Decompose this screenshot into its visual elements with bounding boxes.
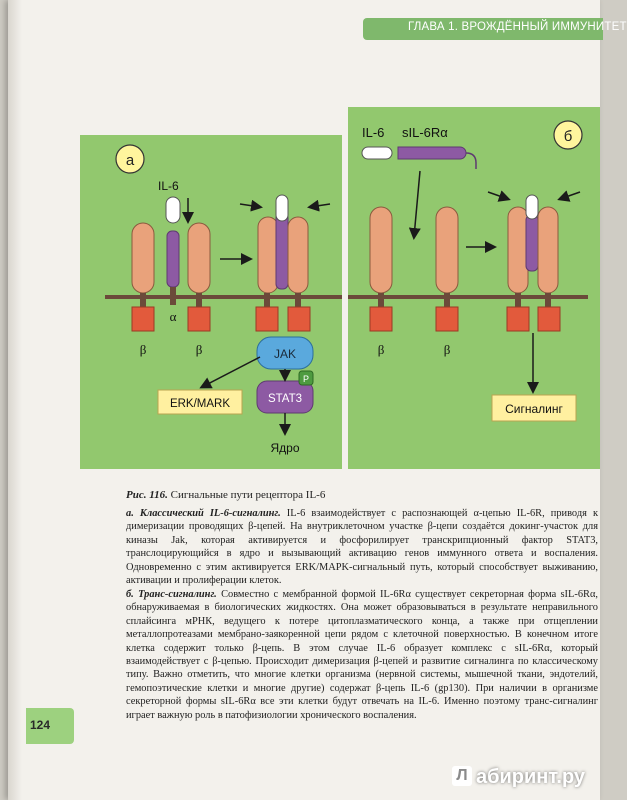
watermark-text: абиринт.ру (476, 766, 586, 788)
complex-kinase-b2 (537, 306, 561, 332)
panel-a-label: а (126, 152, 135, 169)
il6-ligand-a (165, 196, 181, 224)
alpha-stalk-a (170, 287, 176, 305)
book-page: ГЛАВА 1. ВРОЖДЁННЫЙ ИММУНИТЕТ а IL-6 (8, 0, 626, 800)
body-text: а. Классический IL-6-сигналинг. IL-6 вза… (126, 507, 598, 722)
phospho-badge (298, 370, 314, 386)
paragraph-a-text: IL-6 взаимодействует с распознающей α-це… (126, 508, 598, 587)
beta-stalk-a2 (196, 293, 202, 307)
complex-beta-left-a (257, 216, 279, 294)
complex-stalk-b1 (515, 293, 521, 307)
complex-to-cell-arrow-b (408, 170, 421, 240)
beta-label-a1: β (140, 342, 147, 357)
complex-stalk-a1 (264, 293, 270, 307)
complex-beta-left-b (507, 206, 529, 294)
beta-kinase-b1 (369, 306, 393, 332)
dimer-arrow-left-a (239, 199, 263, 212)
alpha-label-a: α (170, 309, 177, 324)
il6-label-a: IL-6 (158, 179, 179, 193)
page-number-tab (26, 708, 74, 744)
beta-receptor-b1 (369, 206, 393, 294)
beta-receptor-a2 (187, 222, 211, 294)
panel-b-badge (553, 120, 583, 150)
beta-receptor-a1 (131, 222, 155, 294)
page-number: 124 (30, 718, 51, 732)
beta-kinase-a2 (187, 306, 211, 332)
signaling-label: Сигналинг (505, 402, 563, 416)
beta-label-a2: β (196, 342, 203, 357)
il6-pathway-figure: а IL-6 β α β (80, 107, 600, 477)
beta-receptor-b2 (435, 206, 459, 294)
chapter-title: ГЛАВА 1. ВРОЖДЁННЫЙ ИММУНИТЕТ (408, 21, 627, 33)
complex-kinase-a1 (255, 306, 279, 332)
beta-kinase-a1 (131, 306, 155, 332)
alpha-receptor-a (166, 230, 180, 288)
panel-a-badge (115, 144, 145, 174)
dimer-arrow-right-a (307, 199, 331, 212)
complex-kinase-a2 (287, 306, 311, 332)
beta-label-b1: β (378, 342, 385, 357)
figure-caption: Рис. 116. Сигнальные пути рецептора IL-6 (126, 489, 325, 501)
jak-to-erk-arrow (199, 356, 261, 389)
stat3-label: STAT3 (268, 393, 302, 405)
sil6r-label: sIL-6Rα (402, 125, 448, 140)
paragraph-a: а. Классический IL-6-сигналинг. IL-6 вза… (126, 507, 598, 588)
erk-mapk-label: ERK/MARK (170, 398, 230, 410)
paragraph-b-lead: б. Транс-сигналинг. (126, 588, 217, 600)
complex-il6-a (275, 194, 289, 222)
chapter-header-bar (363, 18, 603, 40)
il6-label-b: IL-6 (362, 125, 384, 140)
beta-label-b2: β (444, 342, 451, 357)
complex-kinase-b1 (506, 306, 530, 332)
sil6r-tail (465, 152, 477, 169)
paragraph-a-lead: а. Классический IL-6-сигналинг. (126, 508, 281, 519)
complex-alpha-a (275, 212, 289, 290)
complex-beta-right-b (537, 206, 559, 294)
sil6r-molecule (397, 146, 467, 160)
beta-kinase-b2 (435, 306, 459, 332)
caption-text: Сигнальные пути рецептора IL-6 (170, 489, 326, 501)
complex-il6-b (525, 194, 539, 220)
watermark-logo-icon: Л (452, 766, 472, 786)
caption-label: Рис. 116. (126, 489, 168, 501)
figure-svg: а IL-6 β α β (80, 107, 600, 469)
dimer-arrow-right-b (557, 190, 581, 202)
complex-stalk-b2 (545, 293, 551, 307)
signaling-box (491, 394, 577, 422)
complex-alpha-b (525, 214, 539, 272)
beta-stalk-b2 (444, 293, 450, 307)
il6-ligand-b (361, 146, 393, 160)
panel-b-label: б (564, 128, 573, 145)
beta-stalk-a1 (140, 293, 146, 307)
complex-stalk-a2 (295, 293, 301, 307)
nucleus-label: Ядро (270, 441, 299, 455)
erk-mapk-box (157, 389, 243, 415)
phospho-label: P (303, 374, 309, 384)
beta-stalk-b1 (378, 293, 384, 307)
paragraph-b-text: Совместно с мембранной формой IL-6Rα сущ… (126, 588, 598, 721)
dimer-arrow-left-b (487, 190, 511, 202)
paragraph-b: б. Транс-сигналинг. Совместно с мембранн… (126, 588, 598, 723)
panel-a-bg (80, 135, 342, 469)
complex-beta-right-a (287, 216, 309, 294)
jak-label: JAK (274, 347, 296, 361)
